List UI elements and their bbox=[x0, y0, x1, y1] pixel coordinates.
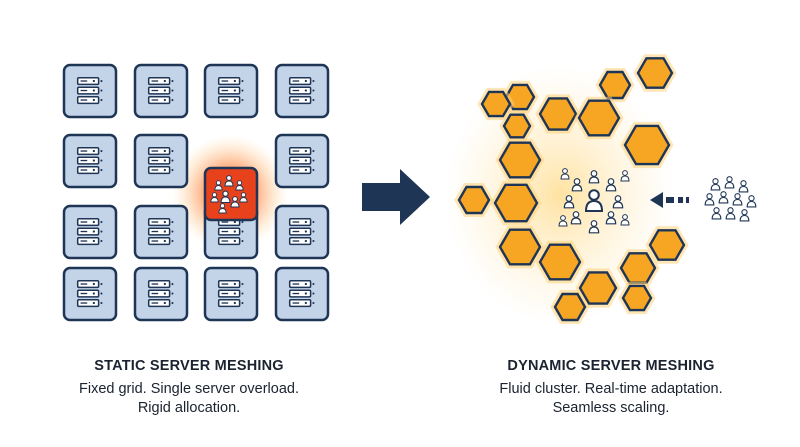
incoming-arrow-icon bbox=[650, 192, 689, 208]
server-stack-icon bbox=[217, 217, 245, 246]
server-tile bbox=[62, 266, 118, 322]
hex-node bbox=[538, 243, 582, 281]
static-server-grid bbox=[62, 63, 330, 322]
server-stack-icon bbox=[147, 279, 175, 308]
hex-node bbox=[648, 229, 686, 261]
hex-node bbox=[498, 228, 542, 266]
server-stack-icon bbox=[76, 217, 104, 246]
hex-node bbox=[578, 271, 618, 305]
overloaded-server bbox=[203, 166, 259, 222]
hex-node bbox=[480, 90, 512, 118]
hex-node bbox=[493, 183, 539, 223]
server-stack-icon bbox=[288, 279, 316, 308]
hex-node bbox=[538, 97, 578, 131]
dynamic-line-2: Seamless scaling. bbox=[552, 400, 670, 416]
server-tile bbox=[133, 133, 189, 189]
incoming-users-icon bbox=[704, 176, 757, 222]
static-line-1: Fixed grid. Single server overload. bbox=[78, 381, 300, 397]
dynamic-hex-cluster bbox=[454, 54, 689, 324]
server-tile bbox=[274, 133, 330, 189]
server-stack-icon bbox=[147, 146, 175, 175]
server-tile bbox=[133, 266, 189, 322]
hex-node bbox=[636, 57, 674, 89]
server-stack-icon bbox=[217, 279, 245, 308]
server-tile bbox=[274, 266, 330, 322]
hex-node bbox=[498, 141, 542, 179]
server-stack-icon bbox=[147, 76, 175, 105]
hex-node bbox=[623, 124, 671, 166]
server-tile bbox=[274, 63, 330, 119]
server-stack-icon bbox=[288, 76, 316, 105]
dynamic-line-1: Fluid cluster. Real-time adaptation. bbox=[499, 381, 723, 397]
server-stack-icon bbox=[76, 76, 104, 105]
server-stack-icon bbox=[147, 217, 175, 246]
server-stack-icon bbox=[76, 279, 104, 308]
hex-node bbox=[598, 70, 632, 100]
static-title: STATIC SERVER MESHING bbox=[94, 358, 284, 374]
server-tile bbox=[62, 63, 118, 119]
server-stack-icon bbox=[288, 146, 316, 175]
hex-node bbox=[577, 99, 621, 137]
server-stack-icon bbox=[288, 217, 316, 246]
server-tile bbox=[62, 133, 118, 189]
server-stack-icon bbox=[217, 76, 245, 105]
hex-node bbox=[621, 284, 653, 312]
dynamic-title: DYNAMIC SERVER MESHING bbox=[507, 358, 715, 374]
hex-node bbox=[619, 252, 657, 284]
server-stack-icon bbox=[76, 146, 104, 175]
hex-node bbox=[457, 185, 491, 215]
server-tile bbox=[203, 63, 259, 119]
hex-node bbox=[502, 113, 532, 139]
server-tile bbox=[274, 204, 330, 260]
server-tile bbox=[133, 204, 189, 260]
server-tile bbox=[62, 204, 118, 260]
dynamic-caption: DYNAMIC SERVER MESHING Fluid cluster. Re… bbox=[451, 358, 771, 418]
hex-node bbox=[553, 292, 587, 322]
server-tile bbox=[133, 63, 189, 119]
static-line-2: Rigid allocation. bbox=[137, 400, 241, 416]
right-arrow-icon bbox=[362, 169, 430, 225]
server-tile bbox=[203, 266, 259, 322]
static-caption: STATIC SERVER MESHING Fixed grid. Single… bbox=[29, 358, 349, 418]
